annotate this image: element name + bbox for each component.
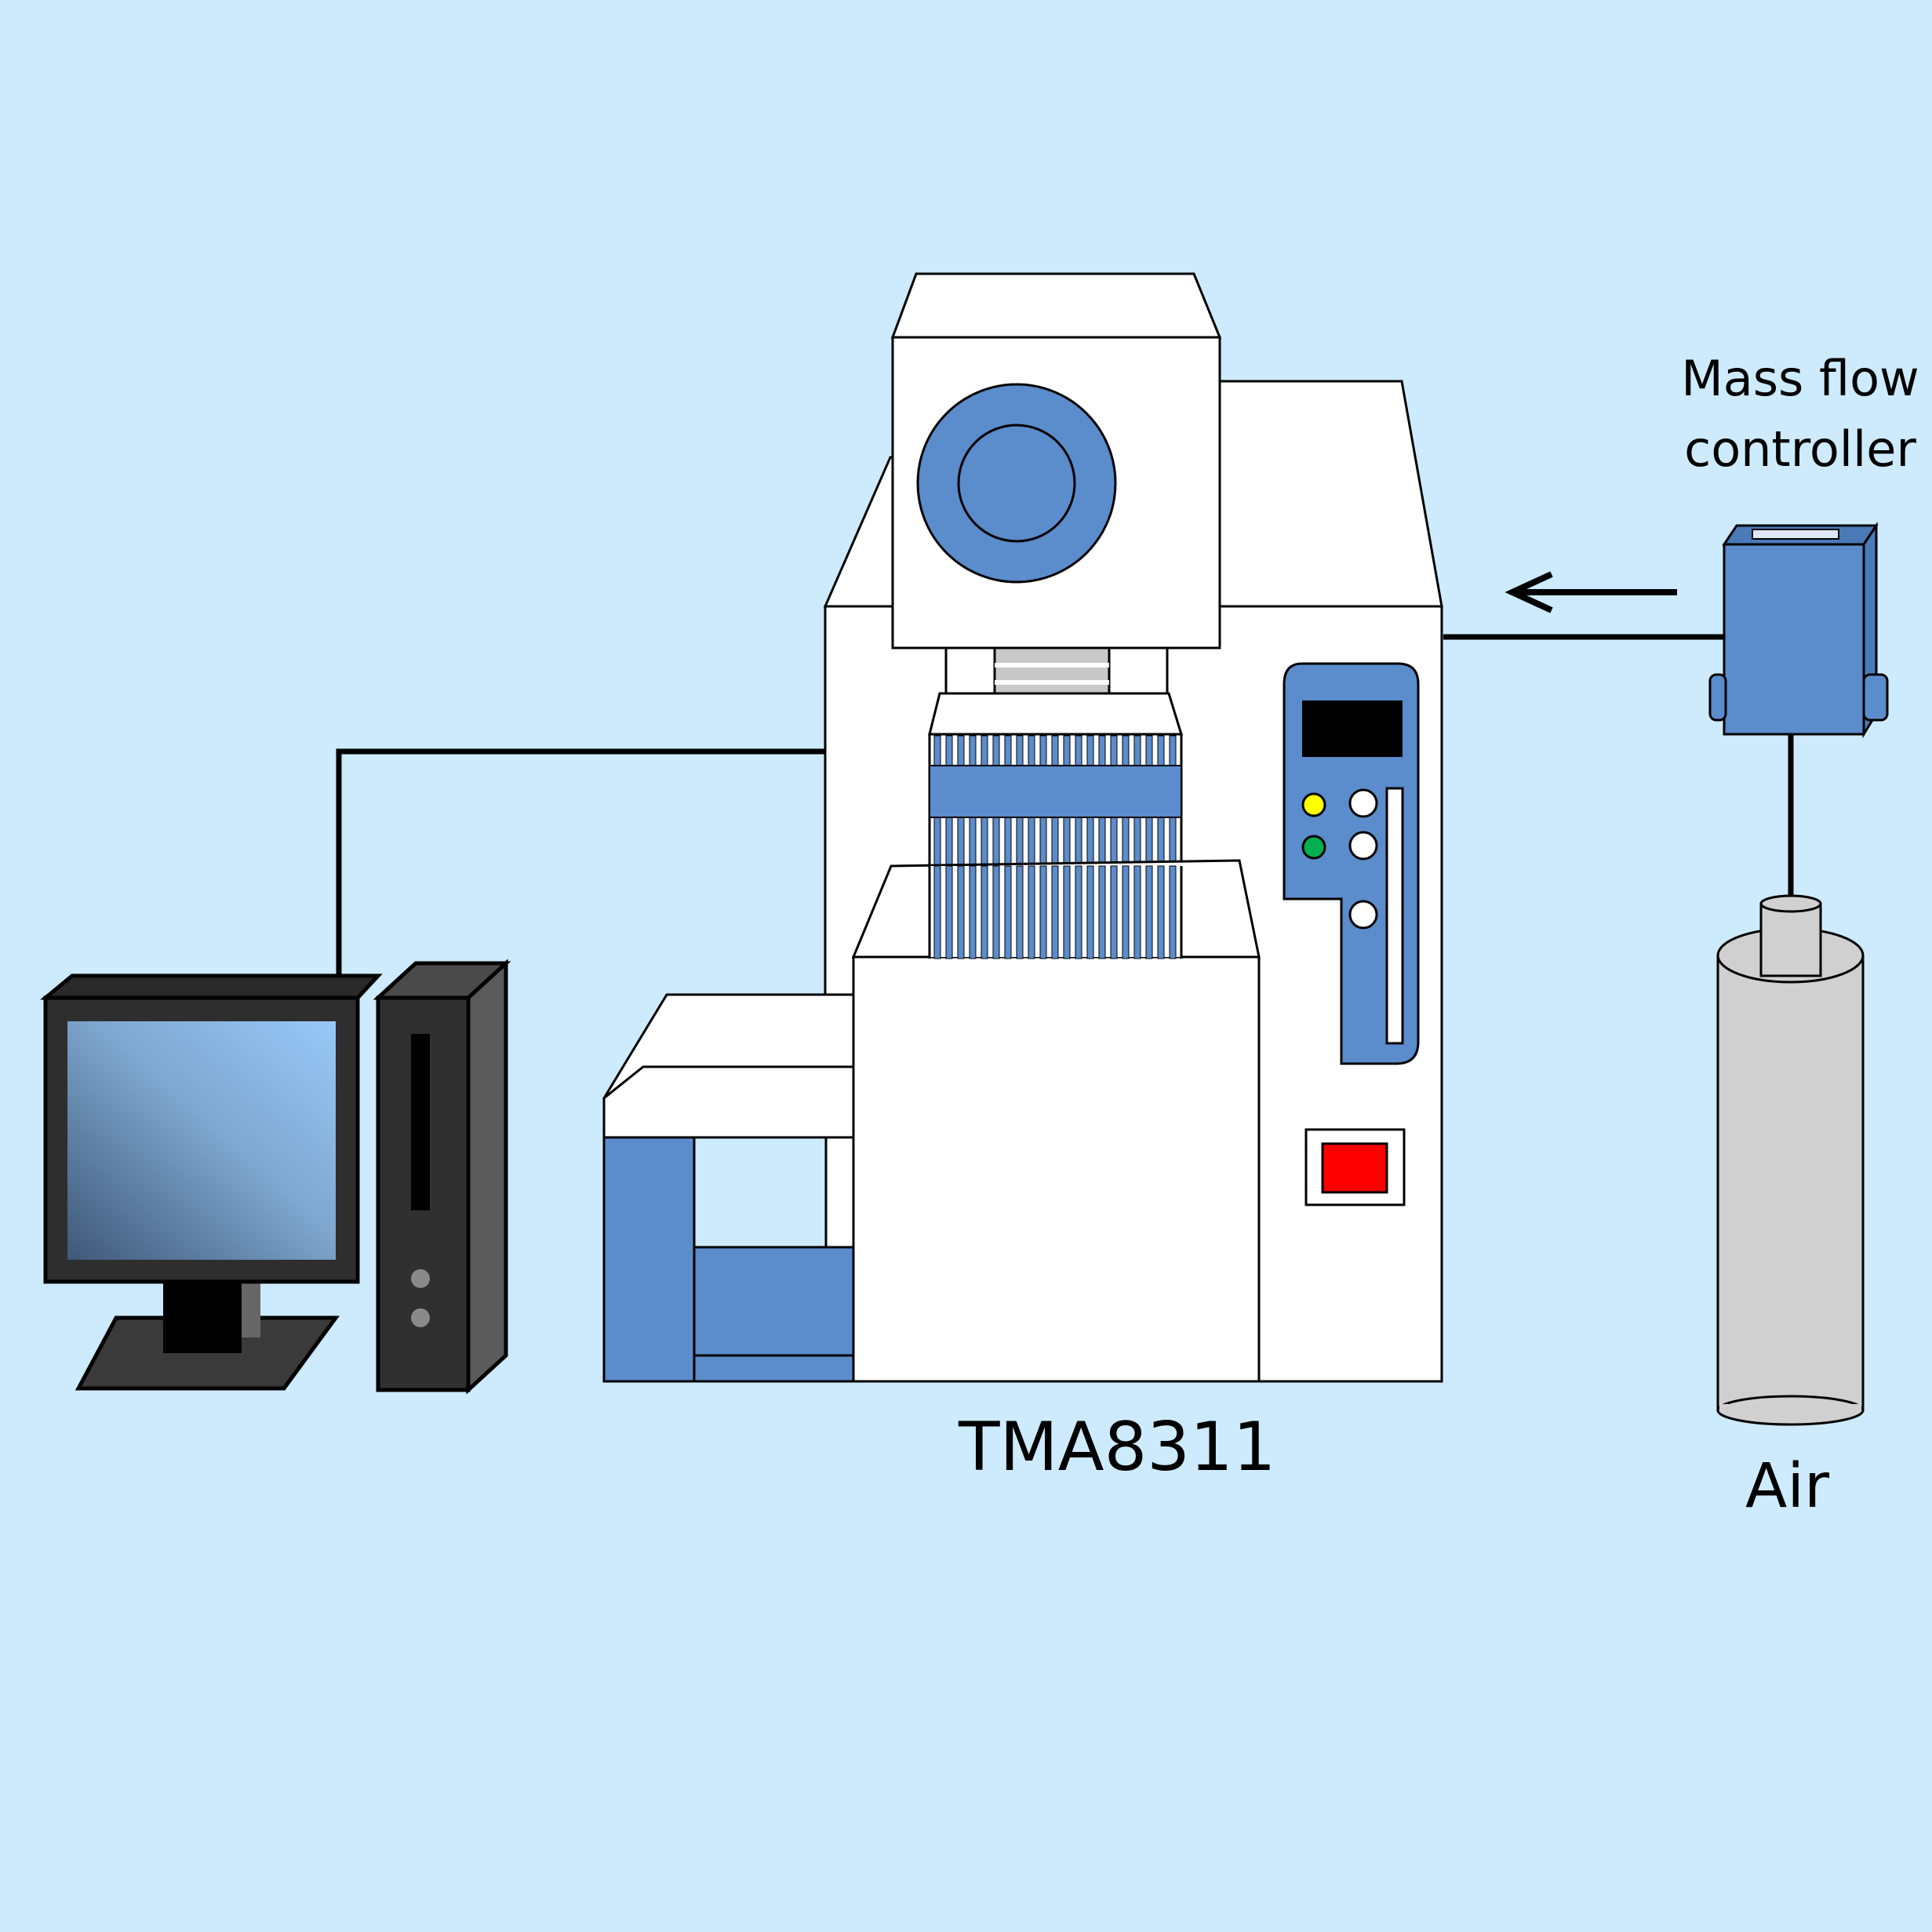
mass-flow-controller-label: Mass flow controller — [1679, 344, 1922, 485]
furnace-stripe — [1133, 735, 1141, 766]
furnace-stripe — [1075, 865, 1082, 959]
furnace-stripe — [981, 735, 988, 766]
furnace-stripe — [992, 865, 1000, 959]
furnace-stripe — [1098, 735, 1106, 766]
furnace-stripe — [1004, 865, 1012, 959]
furnace-head — [890, 272, 1222, 649]
furnace-stripe — [945, 865, 953, 959]
furnace-stripe — [969, 865, 977, 959]
furnace-stripe — [933, 735, 941, 766]
furnace-stripe — [957, 735, 965, 766]
status-light-green — [1301, 835, 1326, 860]
mass-flow-controller-label-line1: Mass flow — [1681, 350, 1919, 407]
furnace-stripe — [981, 865, 988, 959]
computer-instrument-cable — [336, 748, 825, 976]
furnace-stripe — [969, 735, 977, 766]
furnace-stripe — [1145, 735, 1153, 766]
furnace-stripe — [1157, 735, 1165, 766]
furnace-stripe — [1122, 735, 1130, 766]
furnace-stripe — [1051, 735, 1059, 766]
furnace-stripe — [1110, 865, 1118, 959]
computer-tower — [373, 959, 511, 1395]
control-panel — [1283, 662, 1420, 1065]
furnace-stripe — [1063, 735, 1071, 766]
furnace-stripe — [1145, 865, 1153, 959]
furnace-stripe — [1122, 865, 1130, 959]
furnace-stripe — [1039, 735, 1047, 766]
furnace-stripe — [1051, 865, 1059, 959]
gas-cylinder-icon — [1716, 894, 1865, 1426]
desktop-computer-icon — [40, 959, 511, 1395]
sample-stage — [602, 993, 857, 1383]
furnace-stripe — [1169, 865, 1177, 959]
furnace-stripe — [1157, 865, 1165, 959]
furnace-stripe — [1086, 865, 1094, 959]
furnace-stripe — [1063, 865, 1071, 959]
furnace-stripe — [1028, 865, 1035, 959]
power-switch — [1304, 1128, 1406, 1206]
furnace-stripe — [1004, 735, 1012, 766]
furnace-stripe — [1039, 865, 1047, 959]
furnace-stripe — [1016, 735, 1024, 766]
furnace-stripe — [933, 865, 941, 959]
furnace-stripe — [1098, 865, 1106, 959]
mass-flow-controller-label-line2: controller — [1684, 420, 1916, 478]
lower-housing — [851, 859, 1261, 1383]
flow-direction-arrow — [1504, 571, 1677, 613]
furnace-stripe — [1028, 735, 1035, 766]
furnace-stripe — [1086, 735, 1094, 766]
status-light-yellow — [1301, 792, 1326, 817]
furnace-stripe — [992, 735, 1000, 766]
thermomechanical-analyzer-icon — [602, 272, 1443, 1383]
furnace-stripe — [1133, 865, 1141, 959]
furnace-stripe — [957, 865, 965, 959]
display-screen — [1302, 700, 1403, 757]
furnace-stripe — [1075, 735, 1082, 766]
mass-flow-controller-icon — [1708, 522, 1889, 739]
furnace-stripes — [933, 865, 1177, 959]
furnace-stripe — [945, 735, 953, 766]
computer-monitor — [40, 973, 383, 1284]
gas-source-label: Air — [1745, 1451, 1830, 1522]
probe-neck — [928, 646, 1184, 736]
furnace-stripe — [1110, 735, 1118, 766]
instrument-label: TMA8311 — [959, 1408, 1276, 1486]
furnace-stripe — [1016, 865, 1024, 959]
furnace-stripe — [1169, 735, 1177, 766]
furnace-stripes — [933, 735, 1177, 766]
monitor-stand — [75, 1279, 340, 1391]
